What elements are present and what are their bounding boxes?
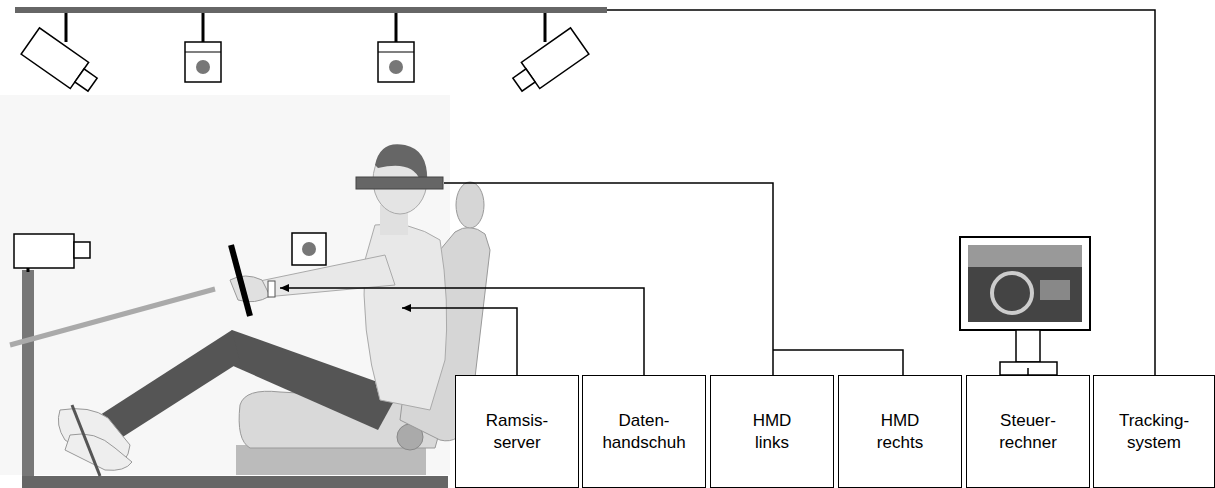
tracking-marker (292, 233, 326, 265)
headrest (456, 182, 484, 228)
glove-cuff (268, 281, 275, 297)
box-label: Ramsis- server (486, 410, 548, 453)
box-label: Steuer- rechner (999, 410, 1057, 453)
box-label: Daten- handschuh (602, 410, 685, 453)
head-mounted-display (356, 177, 443, 189)
floor-rail (22, 476, 448, 488)
component-box: Tracking- system (1093, 375, 1215, 488)
cable (280, 10, 1155, 375)
tracking-sensor (378, 13, 414, 82)
hand-glove (230, 276, 270, 302)
pedal (72, 405, 100, 476)
component-box: HMD rechts (838, 375, 962, 488)
component-box: Ramsis- server (455, 375, 579, 488)
component-box: Daten- handschuh (582, 375, 706, 488)
tracking-camera (21, 13, 102, 98)
ceiling-rail (15, 7, 607, 13)
steering-column (10, 289, 215, 345)
component-box: HMD links (710, 375, 834, 488)
box-label: Tracking- system (1119, 410, 1189, 453)
tracking-camera (508, 13, 589, 98)
box-label: HMD links (753, 410, 792, 453)
torso (364, 224, 447, 410)
hair (375, 144, 427, 180)
shoe (65, 434, 132, 470)
box-label: HMD rechts (877, 410, 923, 453)
seat-pedestal (236, 445, 426, 475)
figure-ground (0, 95, 450, 475)
steering-wheel (231, 245, 250, 316)
shin (100, 330, 240, 440)
monitor (960, 237, 1090, 375)
component-box: Steuer- rechner (966, 375, 1090, 488)
tracking-sensor (185, 13, 221, 82)
